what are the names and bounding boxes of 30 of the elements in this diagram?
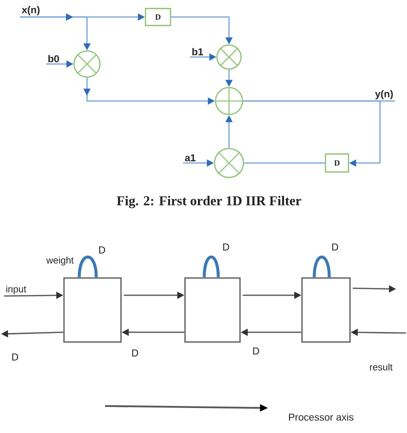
loop-line (202, 256, 220, 278)
signal-label: input (6, 285, 26, 294)
delay-label: D (12, 354, 18, 360)
line (244, 162, 325, 164)
coefficient-label: b0 (48, 54, 59, 62)
delay-box: D (324, 153, 350, 173)
signal-label: y(n) (375, 90, 393, 100)
delay-label: D (253, 348, 260, 354)
arrow (243, 100, 381, 167)
signal-label: result (370, 364, 393, 370)
figure-caption: Fig. 2: First order 1D IIR Filter (116, 196, 302, 208)
multiplier-symbol (73, 50, 101, 78)
processor-box (184, 277, 241, 343)
signal-label: weight (46, 256, 74, 266)
multiplier-symbol (216, 44, 242, 70)
processor-box (301, 277, 351, 343)
adder-symbol (214, 86, 244, 116)
coefficient-label: a1 (185, 154, 196, 162)
delay-label: D (99, 246, 106, 254)
axis-label: Processor axis (289, 413, 354, 421)
delay-label: D (223, 244, 230, 250)
coefficient-label: b1 (192, 48, 204, 56)
delay-box: D (144, 8, 172, 26)
loop-line (78, 256, 98, 278)
multiplier-symbol (214, 148, 244, 178)
loop-line (312, 256, 331, 278)
signal-label: x(n) (22, 6, 40, 16)
delay-label: D (132, 350, 138, 356)
delay-label: D (332, 244, 338, 250)
processor-box (63, 277, 122, 343)
